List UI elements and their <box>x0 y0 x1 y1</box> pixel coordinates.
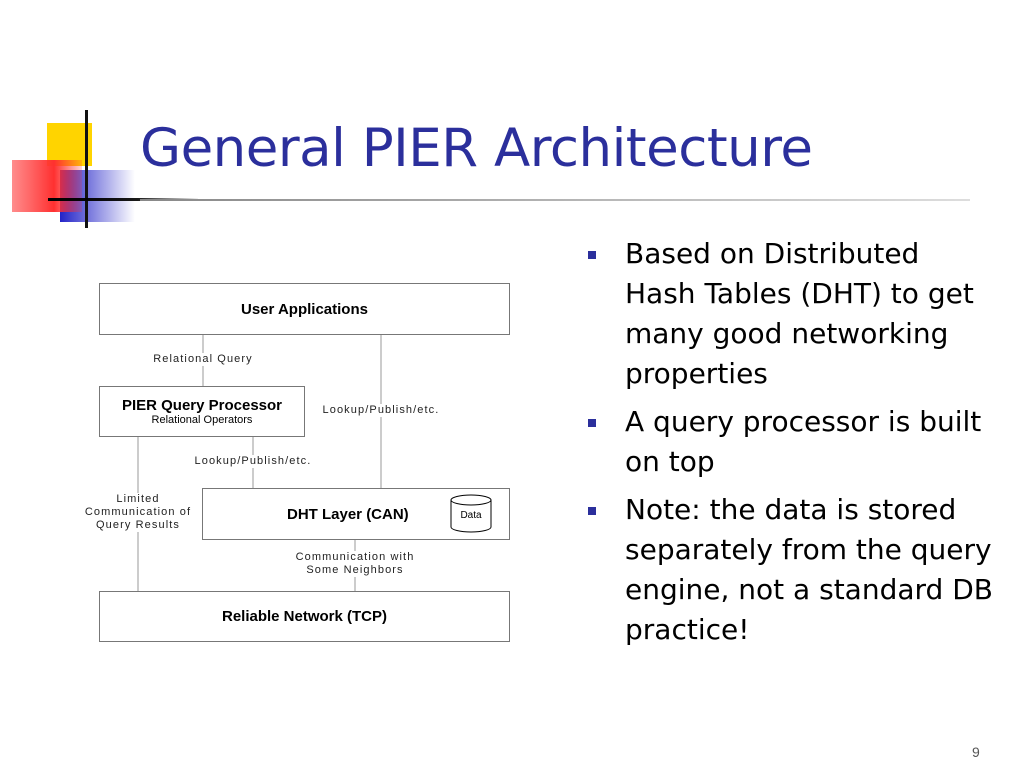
user-applications-label: User Applications <box>241 300 368 318</box>
network-label: Reliable Network (TCP) <box>221 608 388 625</box>
query-processor-sublabel: Relational Operators <box>151 414 253 426</box>
bullet-text: Based on Distributed Hash Tables (DHT) t… <box>625 237 974 390</box>
edge-label-lookup-right: Lookup/Publish/etc. <box>316 404 446 417</box>
edge-label-limited-line2: Communication of <box>84 506 192 518</box>
edge-label-lookup-middle: Lookup/Publish/etc. <box>188 455 318 468</box>
edge-label-limited: Limited Communication of Query Results <box>80 493 196 532</box>
edge-label-limited-line1: Limited <box>116 493 160 505</box>
bullet-text: A query processor is built on top <box>625 405 982 478</box>
edge-label-neighbors: Communication with Some Neighbors <box>290 551 420 577</box>
query-processor-box: PIER Query Processor Relational Operator… <box>99 386 305 437</box>
edge-label-neighbors-line1: Communication with <box>295 551 415 563</box>
corner-decoration <box>0 0 200 240</box>
bullet-list: Based on Distributed Hash Tables (DHT) t… <box>588 234 998 658</box>
bullet-item: A query processor is built on top <box>588 402 998 482</box>
network-box: Reliable Network (TCP) <box>99 591 510 642</box>
dht-layer-label: DHT Layer (CAN) <box>287 505 409 523</box>
bullet-square-icon <box>588 507 596 515</box>
bullet-square-icon <box>588 419 596 427</box>
data-store: Data <box>450 494 492 534</box>
edge-label-limited-line3: Query Results <box>96 519 180 531</box>
bullet-square-icon <box>588 251 596 259</box>
edge-label-lookup-middle-text: Lookup/Publish/etc. <box>194 455 312 468</box>
slide-title: General PIER Architecture <box>140 118 813 179</box>
corner-decoration-graphic <box>12 110 198 228</box>
bullet-item: Note: the data is stored separately from… <box>588 490 998 650</box>
bullet-item: Based on Distributed Hash Tables (DHT) t… <box>588 234 998 394</box>
edge-label-lookup-right-text: Lookup/Publish/etc. <box>322 404 440 417</box>
user-applications-box: User Applications <box>99 283 510 335</box>
title-rule <box>140 199 970 201</box>
database-icon <box>450 494 492 533</box>
bullet-text: Note: the data is stored separately from… <box>625 493 993 646</box>
data-store-label: Data <box>460 510 482 521</box>
edge-label-neighbors-line2: Some Neighbors <box>306 564 404 576</box>
edge-label-relational-query: Relational Query <box>148 353 258 366</box>
query-processor-label: PIER Query Processor <box>121 397 283 414</box>
page-number: 9 <box>972 744 980 760</box>
edge-label-relational-query-text: Relational Query <box>153 353 253 366</box>
